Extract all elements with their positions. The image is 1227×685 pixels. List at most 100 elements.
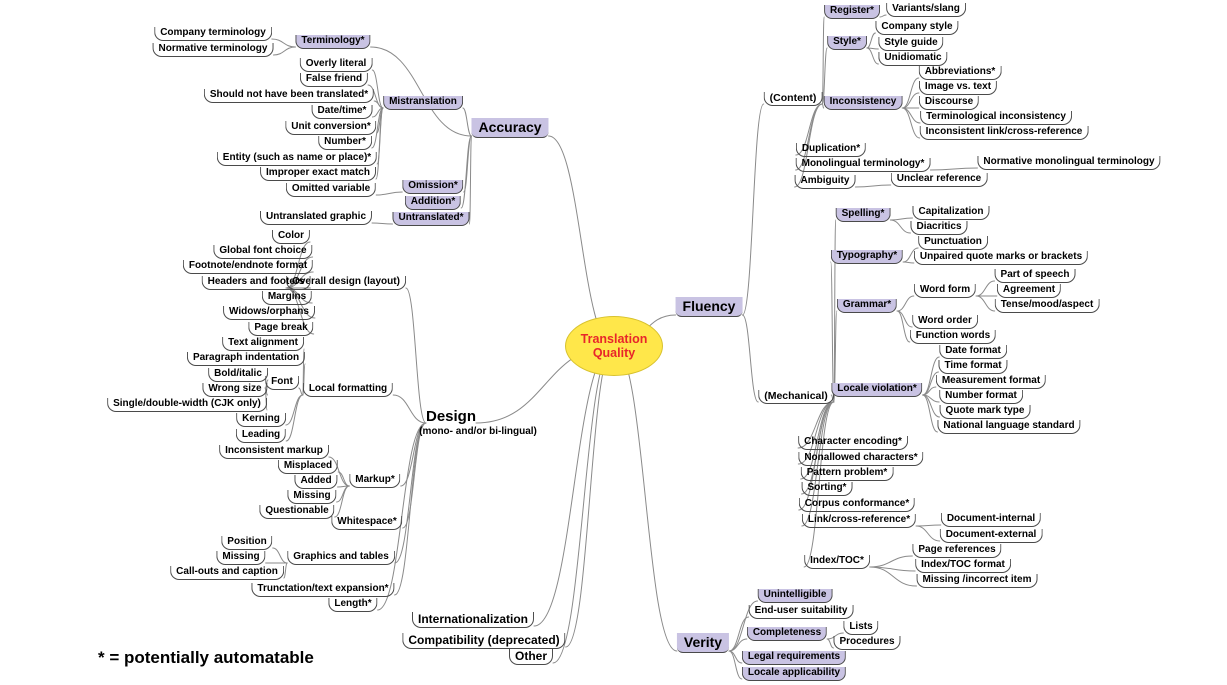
node-graphics-tables: Graphics and tables <box>287 551 395 565</box>
node-kerning: Kerning <box>236 413 286 427</box>
node-color: Color <box>271 230 311 244</box>
edge-grammar--word-form <box>896 295 915 312</box>
edge-verity--locale-applicability <box>728 650 743 680</box>
node-link-cross-reference: Link/cross-reference* <box>801 514 917 528</box>
node-terminological-inconsistency: Terminological inconsistency <box>920 111 1072 125</box>
node-date-time: Date/time* <box>311 105 373 119</box>
edge-graphics-tables--callouts-caption <box>283 562 288 579</box>
node-accuracy: Accuracy <box>471 118 549 138</box>
node-length: Length* <box>328 598 378 612</box>
node-questionable: Questionable <box>259 505 335 519</box>
node-terminology: Terminology* <box>295 35 371 49</box>
node-index-toc-format: Index/TOC format <box>915 559 1011 573</box>
node-sorting: Sorting* <box>801 482 853 496</box>
node-image-vs-text: Image vs. text <box>918 81 998 95</box>
node-page-break: Page break <box>248 322 314 336</box>
node-locale-applicability: Locale applicability <box>741 667 847 681</box>
node-date-format: Date format <box>939 345 1007 359</box>
node-addition: Addition* <box>404 196 462 210</box>
node-page-references: Page references <box>912 544 1002 558</box>
node-duplication: Duplication* <box>795 143 867 157</box>
edge-accuracy--mistranslation <box>462 107 472 137</box>
node-unit-conversion: Unit conversion* <box>285 121 377 135</box>
edge-link-cross-reference--document-external <box>915 525 941 542</box>
node-mechanical: (Mechanical) <box>758 390 834 404</box>
node-false-friend: False friend <box>299 73 369 87</box>
node-verity: Verity <box>676 633 730 653</box>
node-widows-orphans: Widows/orphans <box>223 306 315 320</box>
node-center: Translation Quality <box>565 316 663 376</box>
node-text-alignment: Text alignment <box>222 337 304 351</box>
edge-accuracy--terminology <box>370 46 472 137</box>
edge-accuracy--untranslated <box>469 135 472 225</box>
node-position: Position <box>221 536 273 550</box>
node-index-toc: Index/TOC* <box>804 555 870 569</box>
node-wrong-size: Wrong size <box>202 383 268 397</box>
node-unpaired-quotes: Unpaired quote marks or brackets <box>913 251 1089 265</box>
node-improper-exact-match: Improper exact match <box>260 167 376 181</box>
node-truncation: Trunctation/text expansion* <box>251 583 395 597</box>
node-style: Style* <box>827 36 867 50</box>
node-missing-incorrect-item: Missing /incorrect item <box>916 574 1038 588</box>
node-headers-footers: Headers and footers <box>201 276 311 290</box>
node-discourse: Discourse <box>918 96 980 110</box>
node-company-style: Company style <box>875 21 959 35</box>
edge-inconsistency--inconsistent-link <box>901 107 921 139</box>
edge-design--overall-design <box>405 287 427 424</box>
edge-completeness--procedures <box>826 638 834 649</box>
edge-register--variants-slang <box>879 14 887 18</box>
legend-note: * = potentially automatable <box>98 648 314 667</box>
node-locale-violation: Locale violation* <box>831 383 923 397</box>
node-single-double-width: Single/double-width (CJK only) <box>107 398 267 412</box>
edge-mistranslation--number <box>371 107 384 149</box>
edge-terminology--normative-terminology <box>272 46 296 56</box>
node-company-terminology: Company terminology <box>154 27 272 41</box>
edge-local-formatting--leading <box>285 394 304 442</box>
node-end-user-suitability: End-user suitability <box>748 605 854 619</box>
node-overly-literal: Overly literal <box>299 58 373 72</box>
node-legal-requirements: Legal requirements <box>741 651 847 665</box>
node-word-order: Word order <box>912 315 978 329</box>
node-inconsistent-link: Inconsistent link/cross-reference <box>919 126 1089 140</box>
node-design-subtitle: (mono- and/or bi-lingual) <box>419 426 537 437</box>
edge-style--unidiomatic <box>866 47 879 65</box>
node-part-of-speech: Part of speech <box>994 269 1076 283</box>
node-unintelligible: Unintelligible <box>757 589 833 603</box>
node-variants-slang: Variants/slang <box>886 3 966 17</box>
node-whitespace: Whitespace* <box>331 516 403 530</box>
node-capitalization: Capitalization <box>912 206 990 220</box>
node-monolingual-terminology: Monolingual terminology* <box>795 158 931 172</box>
node-tense-mood-aspect: Tense/mood/aspect <box>994 299 1100 313</box>
node-markup: Markup* <box>349 474 401 488</box>
node-bold-italic: Bold/italic <box>208 368 268 382</box>
edge-word-form--tense-mood-aspect <box>975 295 996 312</box>
edge-mistranslation--overly-literal <box>371 69 384 109</box>
node-register: Register* <box>824 5 880 19</box>
node-punctuation: Punctuation <box>918 236 988 250</box>
edge-content--register <box>821 16 825 105</box>
node-spelling: Spelling* <box>835 208 891 222</box>
node-paragraph-indentation: Paragraph indentation <box>186 352 306 366</box>
node-design: Design <box>425 408 477 425</box>
node-callouts-caption: Call-outs and caption <box>170 566 284 580</box>
edge-locale-violation--national-language-standard <box>922 394 938 433</box>
node-national-language-standard: National language standard <box>937 420 1081 434</box>
node-quote-mark-type: Quote mark type <box>939 405 1031 419</box>
node-should-not-translated: Should not have been translated* <box>203 89 375 103</box>
node-completeness: Completeness <box>746 627 828 641</box>
node-function-words: Function words <box>909 330 997 344</box>
edge-fluency--content <box>741 103 765 316</box>
node-compatibility: Compatibility (deprecated) <box>402 633 566 649</box>
edge-content--style <box>821 47 828 105</box>
edge-accuracy--addition <box>460 135 472 209</box>
node-normative-terminology: Normative terminology <box>152 43 274 57</box>
edge-verity--completeness <box>728 638 748 652</box>
node-inconsistency: Inconsistency <box>823 96 903 110</box>
node-fluency: Fluency <box>675 297 743 317</box>
node-missing-graphics: Missing <box>216 551 266 565</box>
edge-fluency--mechanical <box>741 314 759 403</box>
node-lists: Lists <box>843 621 879 635</box>
node-leading: Leading <box>235 429 287 443</box>
node-grammar: Grammar* <box>836 299 898 313</box>
